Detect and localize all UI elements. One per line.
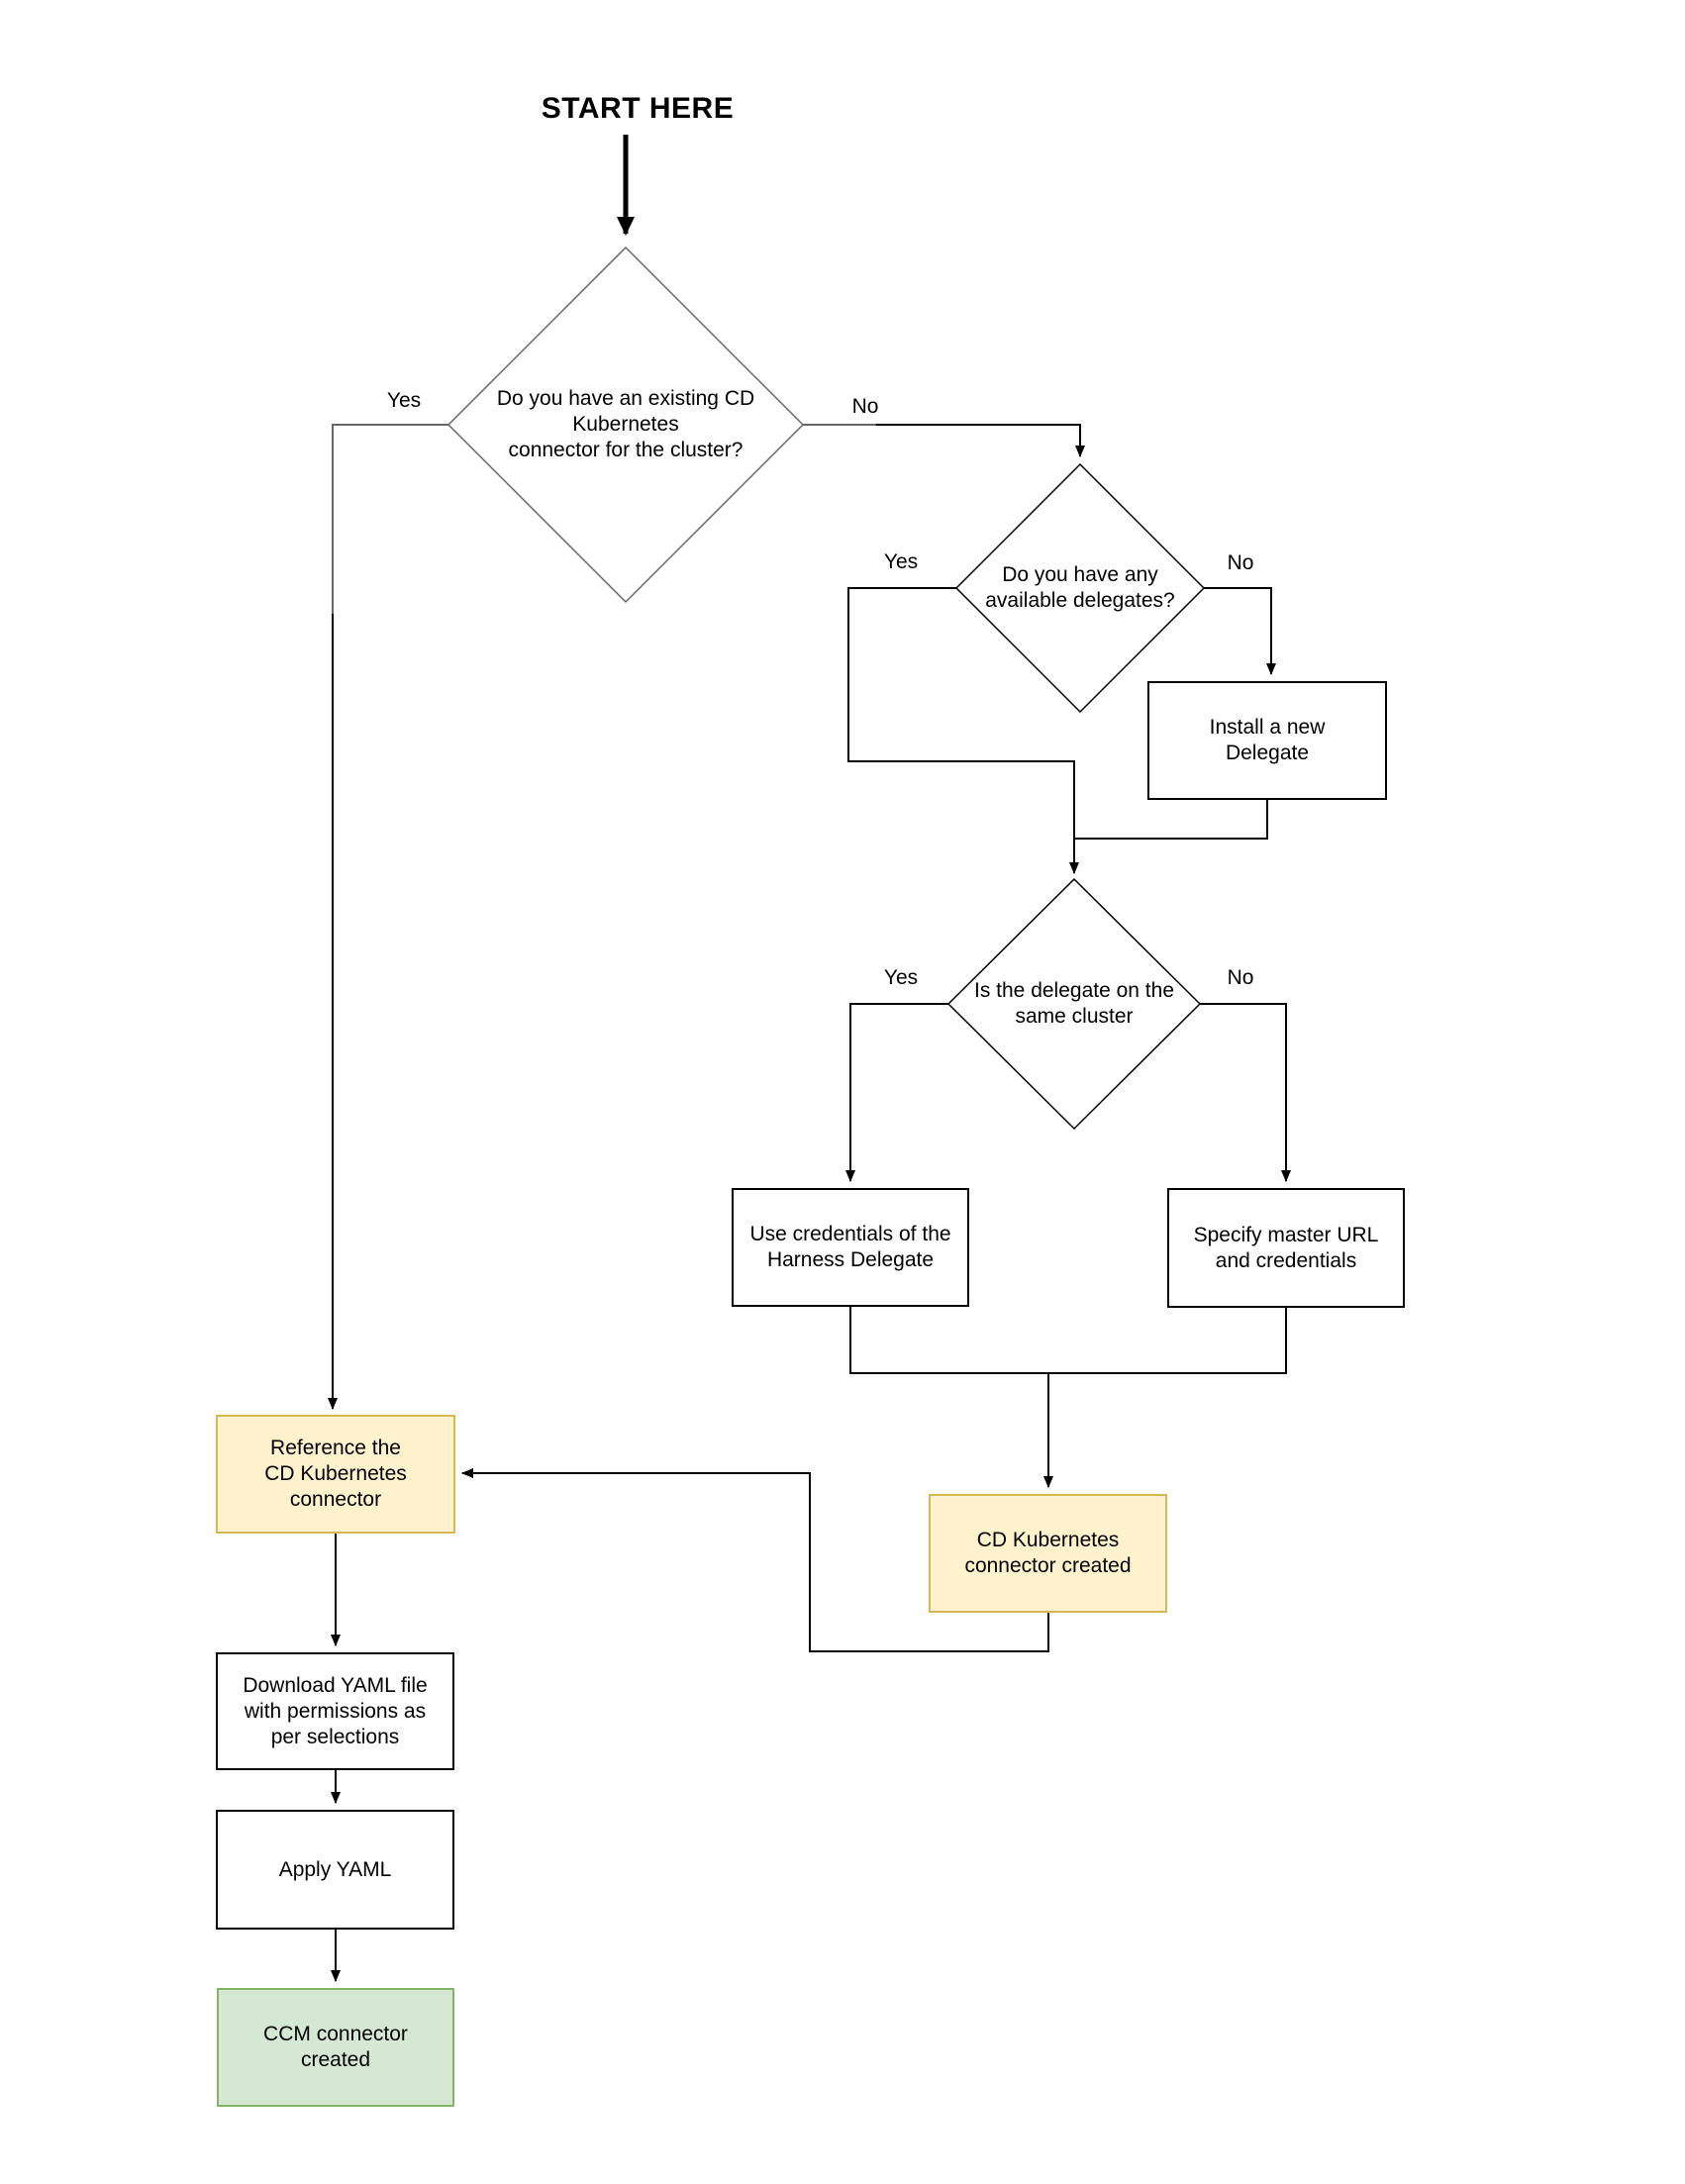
edge-install-out: [1074, 800, 1268, 840]
edge-d3-yes: [845, 1003, 948, 1182]
edge-d1-no: [876, 424, 1085, 457]
ccm-connector-created-box: CCM connector created: [217, 1988, 454, 2107]
download-yaml-box: Download YAML file with permissions as p…: [216, 1652, 454, 1770]
apply-yaml-box: Apply YAML: [216, 1810, 454, 1930]
decision-delegate-same-cluster-shape: [946, 877, 1202, 1131]
decision-existing-connector-shape: [446, 246, 805, 604]
install-new-delegate-box: Install a new Delegate: [1147, 681, 1387, 800]
reference-cd-connector-box: Reference the CD Kubernetes connector: [216, 1415, 455, 1534]
cd-connector-created-box: CD Kubernetes connector created: [929, 1494, 1167, 1613]
use-delegate-credentials-box: Use credentials of the Harness Delegate: [732, 1188, 969, 1307]
edge-d3-no: [1200, 1003, 1291, 1182]
edge-d1-yes-gray: [332, 424, 448, 614]
edge-label-d2-no: No: [1227, 551, 1254, 574]
edge-label-d1-yes: Yes: [386, 389, 422, 412]
specify-master-url-box: Specify master URL and credentials: [1167, 1188, 1405, 1308]
edge-d2-yes: [847, 587, 1079, 874]
edge-credentials-merge: [849, 1307, 1287, 1374]
start-here-title: START HERE: [541, 92, 735, 125]
edge-label-d3-yes: Yes: [883, 966, 919, 989]
edge-cd-to-reference: [461, 1468, 1049, 1652]
edge-label-d3-no: No: [1227, 966, 1254, 989]
decision-delegate-same-cluster-text: Is the delegate on the same cluster: [974, 979, 1174, 1028]
edge-label-d1-no: No: [851, 395, 879, 418]
decision-available-delegates-shape: [954, 462, 1206, 714]
decision-existing-connector-text: Do you have an existing CD Kubernetes co…: [496, 387, 755, 461]
edge-d2-no: [1204, 587, 1276, 675]
decision-available-delegates-text: Do you have any available delegates?: [985, 563, 1175, 612]
edge-label-d2-yes: Yes: [883, 550, 919, 573]
